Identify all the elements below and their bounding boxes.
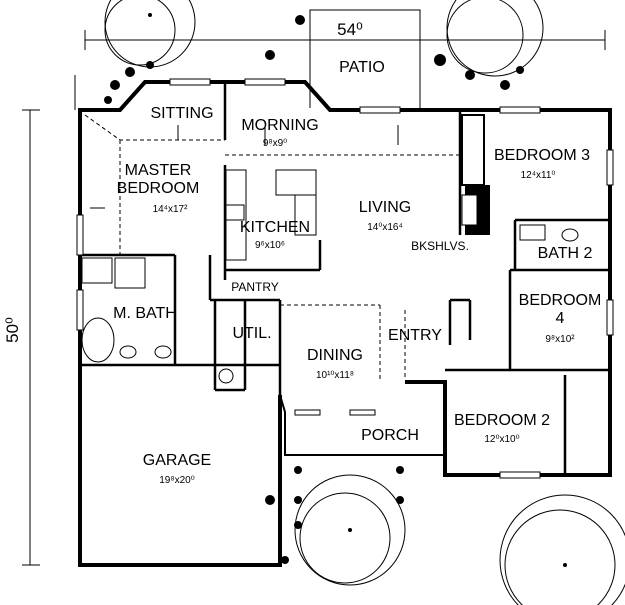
kitchen-counters (225, 169, 317, 261)
master-label-line1: MASTER (125, 162, 192, 179)
tree-trunk (148, 13, 152, 17)
bedroom3-size: 12⁴x11⁰ (521, 170, 556, 181)
entry-label: ENTRY (388, 327, 442, 344)
master-label-line2: BEDROOM (117, 180, 200, 197)
arrows (90, 125, 399, 209)
bookshelves-label: BKSHLVS. (411, 239, 469, 253)
garage-label: GARAGE (143, 452, 211, 469)
dashed-openings (84, 114, 460, 380)
master-size: 14⁴x17² (153, 204, 189, 215)
pantry-label: PANTRY (231, 280, 279, 294)
fireplace (461, 114, 490, 235)
bedroom2-label: BEDROOM 2 (454, 412, 550, 429)
bedroom2-size: 12⁰x10⁰ (484, 434, 519, 445)
kitchen-size: 9⁶x10⁶ (255, 240, 285, 251)
depth-dimension: 50⁰ (3, 317, 22, 343)
exterior-walls (78, 80, 612, 567)
living-label: LIVING (359, 199, 411, 216)
bath2-label: BATH 2 (538, 245, 593, 262)
interior-walls (80, 82, 610, 475)
sitting-label: SITTING (150, 105, 213, 122)
patio-label: PATIO (339, 59, 385, 76)
kitchen-label: KITCHEN (240, 219, 310, 236)
morning-label: MORNING (241, 117, 318, 134)
bedroom4-label-line1: BEDROOM (519, 292, 602, 309)
util-label: UTIL. (232, 325, 271, 342)
tree-trunk (563, 563, 567, 567)
width-dimension: 54⁰ (337, 20, 363, 39)
dining-label: DINING (307, 347, 363, 364)
mbath-label: M. BATH (113, 305, 177, 322)
bath-fixtures (81, 224, 579, 384)
patio-outline (309, 9, 421, 108)
living-size: 14⁰x16⁴ (367, 222, 403, 233)
bedroom3-label: BEDROOM 3 (494, 147, 590, 164)
shrubs (104, 15, 524, 564)
landscape-trees (104, 0, 625, 605)
windows (76, 78, 614, 479)
morning-size: 9⁸x9⁰ (263, 138, 287, 149)
dining-size: 10¹⁰x11⁸ (316, 370, 354, 381)
garage-size: 19⁸x20⁰ (159, 475, 194, 486)
porch-walls (279, 394, 445, 456)
tree-trunk (348, 528, 352, 532)
porch-label: PORCH (361, 427, 419, 444)
dimension-lines (22, 30, 606, 566)
bedroom4-label-line2: 4 (556, 310, 565, 327)
bedroom4-size: 9⁸x10² (545, 334, 575, 345)
